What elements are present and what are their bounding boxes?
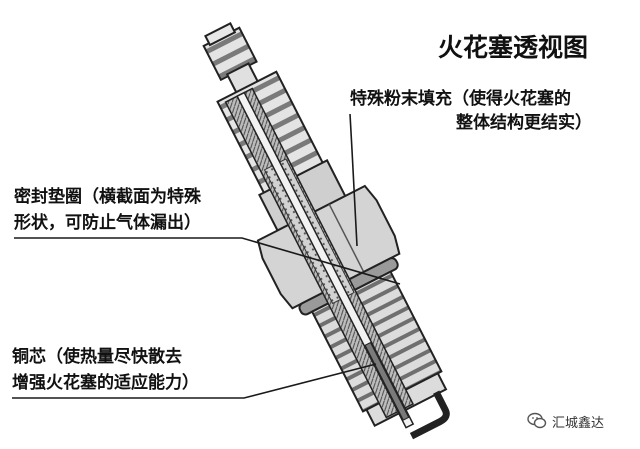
- leader-lines: [12, 113, 401, 399]
- callout-powder-line1: 特殊粉末填充（使得火花塞的: [350, 89, 571, 109]
- copper-core: [364, 341, 410, 421]
- leader-seal: [14, 237, 401, 285]
- wechat-icon: [527, 412, 547, 429]
- watermark-text: 汇城鑫达: [552, 415, 605, 431]
- callout-powder-line2: 整体结构更结实）: [456, 113, 592, 133]
- callout-seal-line1: 密封垫圈（横截面为特殊: [14, 187, 201, 207]
- watermark: 汇城鑫达: [527, 410, 604, 432]
- leader-core: [12, 363, 377, 399]
- cutaway-section: [224, 87, 415, 429]
- leader-powder: [349, 113, 358, 247]
- page-title: 火花塞透视图: [438, 33, 589, 62]
- spark-plug: [202, 22, 450, 440]
- callout-core-line1: 铜芯（使热量尽快散去: [12, 347, 182, 367]
- callout-core-line2: 增强火花塞的适应能力）: [12, 373, 199, 393]
- callout-seal-line2: 形状，可防止气体漏出）: [14, 213, 201, 233]
- ground-electrode: [409, 390, 450, 440]
